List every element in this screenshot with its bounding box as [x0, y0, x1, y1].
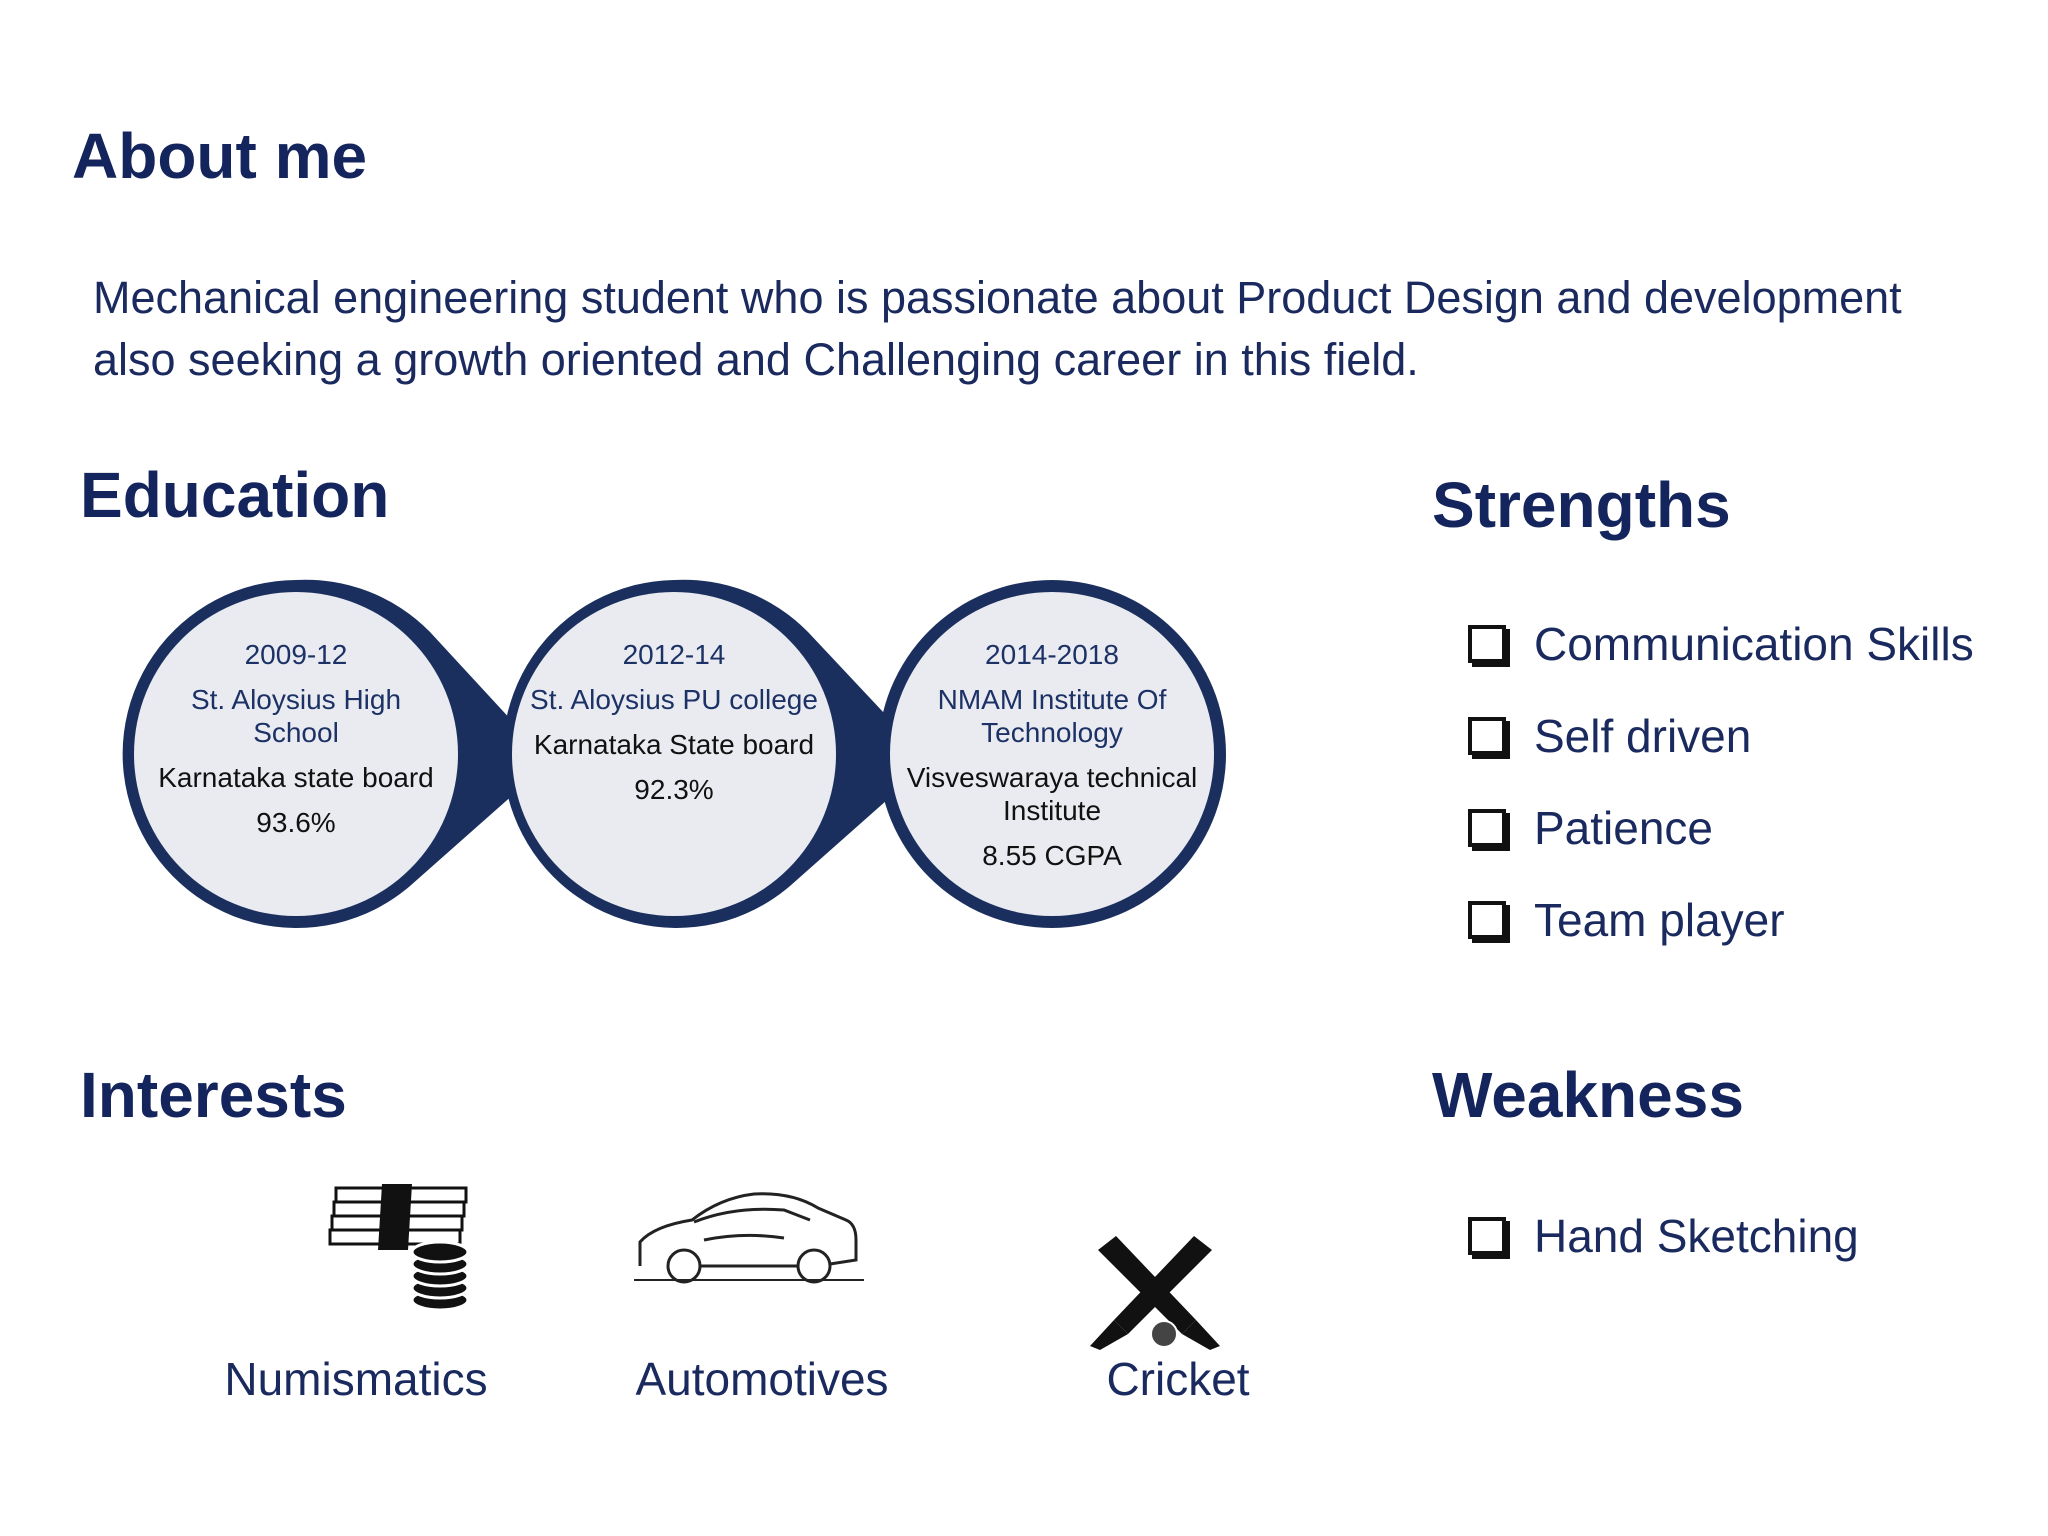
interest-label: Numismatics — [224, 1353, 488, 1405]
weakness-label: Hand Sketching — [1534, 1210, 1859, 1262]
education-heading: Education — [80, 459, 390, 531]
education-item-1: 2009-12 St. Aloysius High School Karnata… — [146, 638, 446, 839]
education-years: 2009-12 — [244, 639, 348, 670]
education-school: St. Aloysius PU college — [530, 684, 818, 715]
education-item-2: 2012-14 St. Aloysius PU college Karnatak… — [524, 638, 824, 806]
interest-label: Cricket — [1106, 1353, 1250, 1405]
cricket-bats-icon — [1070, 1230, 1240, 1350]
interests-heading: Interests — [80, 1059, 347, 1131]
education-board: Karnataka state board — [158, 762, 434, 793]
strength-item: Patience — [1468, 782, 1974, 874]
education-node-2 — [502, 579, 930, 928]
strength-item: Team player — [1468, 874, 1974, 966]
education-school: St. Aloysius High School — [190, 684, 402, 748]
checkbox-icon — [1468, 901, 1506, 939]
strength-label: Team player — [1534, 894, 1785, 946]
car-icon — [634, 1180, 864, 1290]
education-years: 2012-14 — [622, 639, 726, 670]
education-timeline-graphic — [122, 579, 1226, 928]
education-school: NMAM Institute Of Technology — [937, 684, 1167, 748]
weakness-heading: Weakness — [1432, 1059, 1744, 1131]
strength-label: Communication Skills — [1534, 618, 1974, 670]
education-board: Karnataka State board — [533, 729, 815, 760]
strength-item: Self driven — [1468, 690, 1974, 782]
checkbox-icon — [1468, 717, 1506, 755]
education-node-3 — [878, 580, 1226, 928]
strengths-list: Communication Skills Self driven Patienc… — [1468, 598, 1974, 966]
education-board: Visveswaraya technical Institute — [906, 762, 1198, 826]
education-score: 8.55 CGPA — [982, 840, 1122, 871]
strength-item: Communication Skills — [1468, 598, 1974, 690]
coins-banknotes-icon — [322, 1172, 472, 1322]
about-text: Mechanical engineering student who is pa… — [93, 272, 1902, 385]
checkbox-icon — [1468, 625, 1506, 663]
strengths-heading: Strengths — [1432, 469, 1731, 541]
weakness-item: Hand Sketching — [1468, 1190, 1859, 1282]
weakness-list: Hand Sketching — [1468, 1190, 1859, 1282]
checkbox-icon — [1468, 809, 1506, 847]
education-node-1 — [122, 579, 551, 928]
education-score: 93.6% — [256, 807, 336, 838]
education-timeline: 2009-12 St. Aloysius High School Karnata… — [100, 570, 1250, 970]
checkbox-icon — [1468, 1217, 1506, 1255]
strength-label: Patience — [1534, 802, 1714, 854]
education-score: 92.3% — [634, 774, 714, 805]
education-item-3: 2014-2018 NMAM Institute Of Technology V… — [902, 638, 1202, 872]
about-heading: About me — [72, 120, 368, 192]
interest-label: Automotives — [635, 1353, 889, 1405]
education-years: 2014-2018 — [985, 639, 1119, 670]
strength-label: Self driven — [1534, 710, 1752, 762]
